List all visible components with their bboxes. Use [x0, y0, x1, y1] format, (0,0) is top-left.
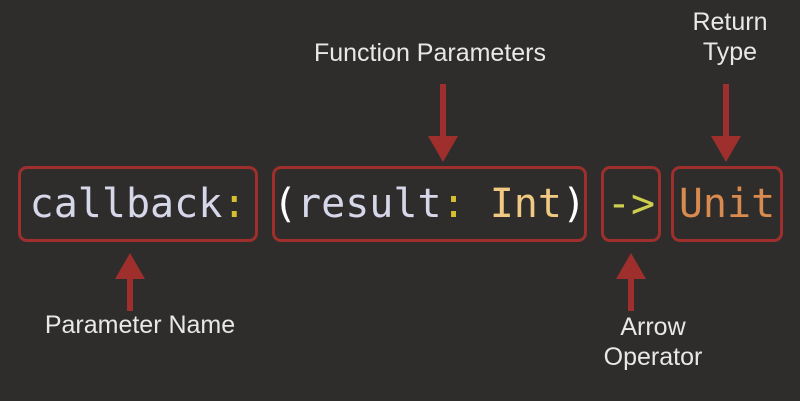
token-type-unit: Unit — [678, 181, 776, 227]
token-identifier-callback: callback — [29, 181, 223, 227]
code-box-function-parameters[interactable]: (result: Int) — [272, 166, 587, 242]
token-arrow-operator: -> — [606, 181, 656, 227]
label-parameter-name: Parameter Name — [44, 311, 236, 339]
arrow-down-to-return-type-icon — [708, 84, 744, 162]
arrow-down-to-function-parameters-icon — [425, 84, 461, 162]
code-tokens-function-parameters: (result: Int) — [273, 182, 586, 226]
code-box-parameter-name[interactable]: callback: — [18, 166, 258, 242]
label-function-parameters: Function Parameters — [313, 39, 547, 67]
arrow-up-to-parameter-name-icon — [112, 253, 148, 311]
code-tokens-parameter-name: callback: — [30, 182, 247, 226]
label-return-type: Return Type — [692, 8, 768, 66]
label-arrow-operator: Arrow Operator — [603, 313, 703, 371]
token-identifier-result: result — [297, 181, 442, 227]
code-box-return-type[interactable]: Unit — [671, 166, 783, 242]
token-paren-open: ( — [272, 181, 298, 227]
code-signature-row: callback: (result: Int) -> Unit — [0, 166, 800, 242]
token-type-int: Int — [465, 181, 562, 227]
arrow-up-to-arrow-operator-icon — [613, 253, 649, 311]
token-colon: : — [222, 181, 247, 227]
token-colon: : — [441, 181, 466, 227]
token-paren-close: ) — [561, 181, 587, 227]
code-box-arrow-operator[interactable]: -> — [601, 166, 661, 242]
